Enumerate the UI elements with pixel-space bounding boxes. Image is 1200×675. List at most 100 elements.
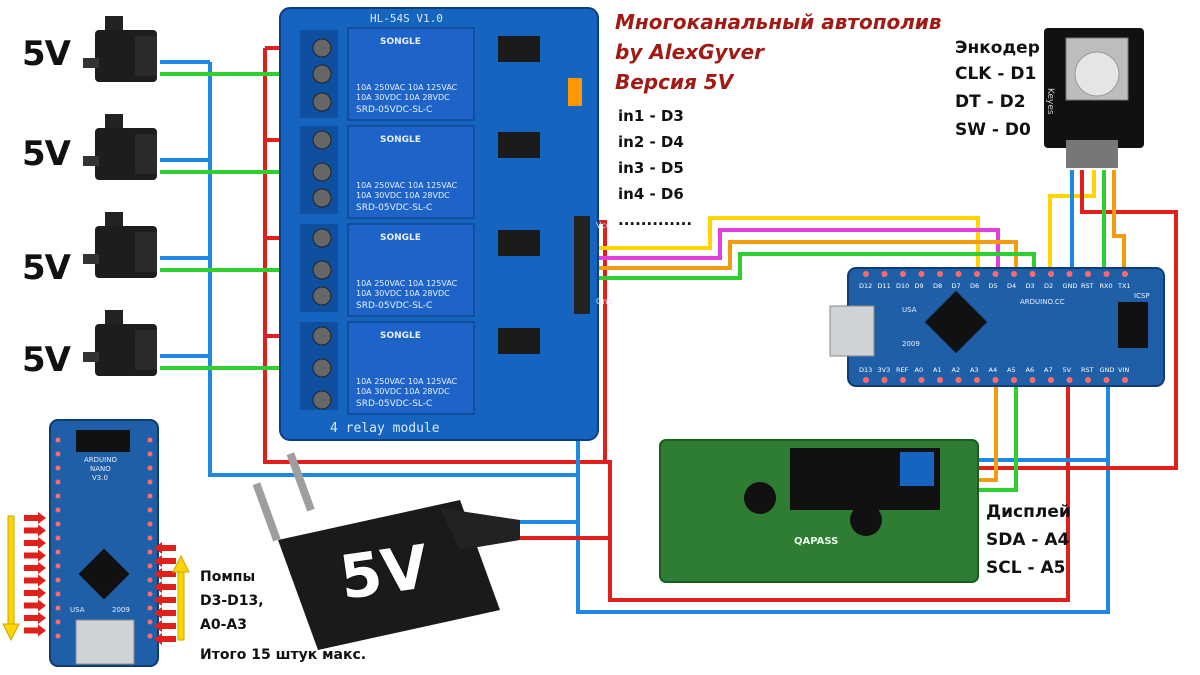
pin-dot bbox=[881, 377, 888, 383]
pump-2 bbox=[83, 114, 157, 180]
small-nano-label-year: 2009 bbox=[112, 606, 130, 614]
arrow-right-icon bbox=[24, 574, 46, 587]
lcd-display: QAPASS bbox=[659, 439, 979, 583]
encoder-board-label: Keyes bbox=[1045, 88, 1055, 115]
relay-spec-1: 10A 250VAC 10A 125VAC bbox=[356, 83, 458, 92]
arrow-right-icon bbox=[24, 587, 46, 599]
pump-pin-1: in1 - D3 bbox=[618, 107, 684, 125]
pin-label-bottom: A4 bbox=[989, 366, 998, 374]
pin-dot bbox=[1103, 377, 1110, 383]
pin-dot bbox=[1011, 271, 1017, 277]
arrow-left-icon bbox=[154, 555, 176, 567]
pump-3 bbox=[83, 212, 157, 278]
relay-brand: SONGLE bbox=[380, 37, 421, 47]
lcd-brand: QAPASS bbox=[794, 536, 838, 547]
pin-label-top: D2 bbox=[1044, 282, 1053, 290]
pin-dot bbox=[147, 633, 153, 639]
pin-label-top: D5 bbox=[989, 282, 998, 290]
pin-dot bbox=[55, 507, 61, 513]
pin-dot bbox=[55, 465, 61, 471]
pump-icon bbox=[83, 16, 157, 82]
relay-4: SONGLE 10A 250VAC 10A 125VAC 10A 30VDC 1… bbox=[300, 321, 475, 415]
pin-dot bbox=[55, 521, 61, 527]
pin-dot bbox=[937, 271, 943, 277]
pin-label-top: D12 bbox=[859, 282, 872, 290]
wire-signal-d3 bbox=[588, 252, 1036, 280]
pump-pin-more: ............. bbox=[618, 211, 693, 229]
pin-dot bbox=[147, 619, 153, 625]
pin-label-top: TX1 bbox=[1117, 282, 1131, 290]
relay-icon bbox=[347, 125, 475, 219]
arrow-left-icon bbox=[154, 581, 176, 593]
pin-dot bbox=[55, 493, 61, 499]
pin-dot bbox=[1029, 377, 1036, 383]
encoder-title: Энкодер bbox=[955, 38, 1040, 58]
encoder-module: Keyes bbox=[1044, 28, 1144, 168]
relay-icon bbox=[347, 321, 475, 415]
pin-label-top: D6 bbox=[970, 282, 979, 290]
relay-board-footer: 4 relay module bbox=[330, 421, 440, 436]
title-line-2: by AlexGyver bbox=[615, 40, 765, 64]
pin-dot bbox=[147, 577, 153, 583]
relay-spec-2: 10A 30VDC 10A 28VDC bbox=[356, 191, 450, 200]
pin-dot bbox=[55, 619, 61, 625]
arrow-right-icon bbox=[24, 524, 46, 537]
small-nano-label-nano: NANO bbox=[90, 465, 111, 473]
pin-label-bottom: A6 bbox=[1026, 366, 1035, 374]
pump-3-voltage: 5V bbox=[22, 248, 71, 288]
relay-board-header: HL-54S V1.0 bbox=[370, 12, 443, 25]
pin-label-top: D4 bbox=[1007, 282, 1016, 290]
pin-dot bbox=[147, 549, 153, 555]
arrow-right-icon bbox=[24, 549, 46, 562]
pin-dot bbox=[1066, 377, 1073, 383]
title-line-1: Многоканальный автополив bbox=[615, 10, 942, 34]
pin-dot bbox=[55, 577, 61, 583]
arrow-right-icon bbox=[24, 537, 46, 549]
pin-dot bbox=[937, 377, 943, 383]
arrow-left-icon bbox=[154, 607, 176, 619]
relay-1: SONGLE 10A 250VAC 10A 125VAC 10A 30VDC 1… bbox=[300, 27, 475, 121]
pin-label-top: GND bbox=[1063, 282, 1078, 290]
pump-icon bbox=[83, 310, 157, 376]
arrow-left-icon bbox=[154, 633, 176, 645]
display-line-sda: SDA - A4 bbox=[986, 530, 1070, 550]
wire-signal-d6 bbox=[588, 216, 980, 272]
pin-label-bottom: RST bbox=[1081, 366, 1094, 374]
pin-dot bbox=[900, 377, 906, 383]
small-nano-label-version: V3.0 bbox=[92, 474, 108, 482]
right-arrows bbox=[154, 542, 176, 645]
pin-dot bbox=[1122, 377, 1128, 383]
relay-spec-3: SRD-05VDC-SL-C bbox=[356, 399, 432, 409]
pin-dot bbox=[881, 271, 888, 277]
pin-label-top: D10 bbox=[896, 282, 909, 290]
pumps-note-line-4: Итого 15 штук макс. bbox=[200, 647, 367, 663]
pin-dot bbox=[55, 535, 61, 541]
pin-label-bottom: A2 bbox=[952, 366, 961, 374]
relay-2: SONGLE 10A 250VAC 10A 125VAC 10A 30VDC 1… bbox=[300, 125, 475, 219]
pin-label-top: RST bbox=[1081, 282, 1094, 290]
pump-1 bbox=[83, 16, 157, 82]
pin-dot bbox=[1048, 271, 1054, 277]
pump-pin-2: in2 - D4 bbox=[618, 133, 684, 151]
pin-dot bbox=[147, 465, 153, 471]
yellow-arrow-down bbox=[2, 515, 20, 642]
pump-2-voltage: 5V bbox=[22, 134, 71, 174]
pin-label-top: D11 bbox=[878, 282, 891, 290]
pin-dot bbox=[1029, 271, 1036, 277]
arrow-left-icon bbox=[154, 568, 176, 580]
pin-dot bbox=[1085, 271, 1091, 277]
pin-dot bbox=[955, 377, 962, 383]
small-nano-label-usa: USA bbox=[70, 606, 85, 614]
relay-icon bbox=[347, 27, 475, 121]
pump-pin-4: in4 - D6 bbox=[618, 185, 684, 203]
pin-dot bbox=[147, 437, 153, 443]
pin-dot bbox=[147, 535, 153, 541]
relay-spec-1: 10A 250VAC 10A 125VAC bbox=[356, 377, 458, 386]
pin-dot bbox=[974, 377, 980, 383]
pin-dot bbox=[863, 377, 869, 383]
relay-brand: SONGLE bbox=[380, 331, 421, 341]
yellow-arrow-up bbox=[172, 554, 190, 641]
pin-dot bbox=[147, 605, 153, 611]
pin-dot bbox=[147, 479, 153, 485]
